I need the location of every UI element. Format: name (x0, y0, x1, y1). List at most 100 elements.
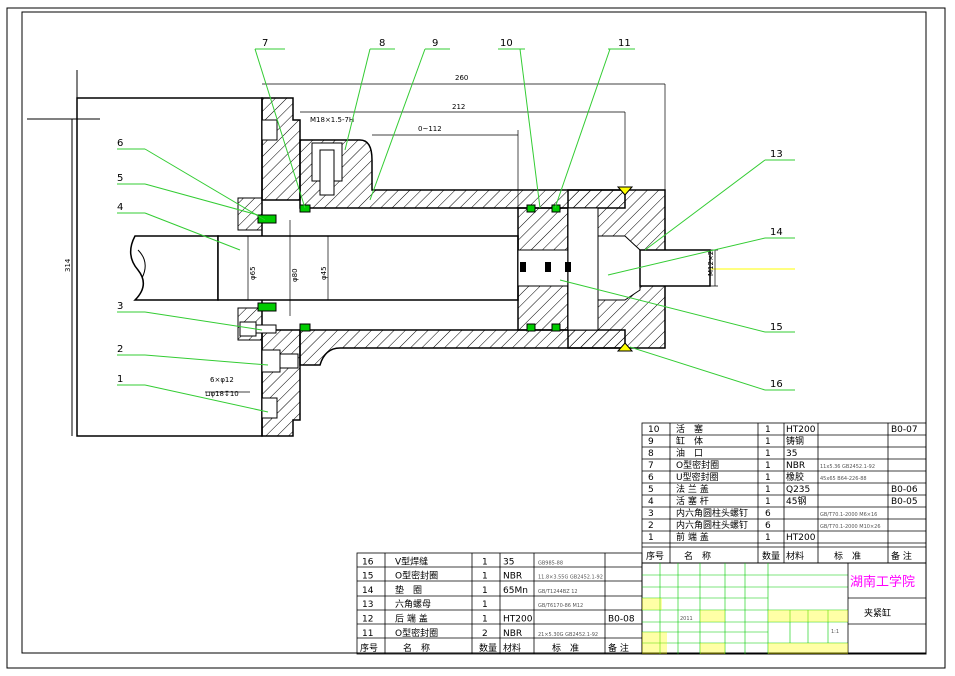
bom-cell-material: Q235 (786, 485, 810, 495)
bom-cell-no: 13 (362, 600, 373, 610)
rear-end-cap (567, 189, 666, 349)
bom-cell-standard: GB/T6170-86 M12 (538, 603, 583, 609)
title-block-year: 2011 (680, 616, 693, 622)
bom-cell-standard: GB985-88 (538, 560, 563, 566)
bom-cell-name: 活 塞 (676, 423, 703, 435)
rod-end-thread-dimension: M12×2 (707, 251, 715, 276)
seals (239, 204, 571, 332)
bom-cell-standard: GB/T1244BZ 12 (538, 589, 578, 595)
bom-cell-material: 橡胶 (786, 471, 804, 483)
holes-callout-1: 6×φ12 (210, 376, 234, 384)
bom-cell-name: 六角螺母 (395, 598, 431, 610)
bom-cell-qty: 1 (765, 461, 771, 471)
bom-cell-name: 前 端 盖 (676, 531, 709, 543)
rod-length-dimension: 212 (452, 103, 465, 111)
weld-mark-top (616, 186, 634, 196)
bom-cell-name: 内六角圆柱头螺钉 (676, 519, 748, 531)
bom-cell-material: NBR (503, 629, 522, 639)
stroke-dimension: 0~112 (418, 125, 442, 133)
bom-cell-no: 12 (362, 615, 373, 625)
bom-cell-note: B0-07 (891, 425, 918, 435)
bom-cell-name: 缸 体 (676, 435, 703, 447)
balloon-10: 10 (500, 38, 513, 49)
title-block (641, 562, 927, 655)
bom-cell-name: O型密封圈 (395, 627, 438, 639)
bom-cell-material: HT200 (503, 615, 533, 625)
bom-cell-name: 垫 圈 (395, 584, 422, 596)
flange-width-dimension: 314 (64, 258, 72, 272)
bom-cell-no: 7 (648, 461, 654, 471)
bore-diameter-dimension: φ80 (291, 268, 299, 282)
bom-header-no: 序号 (360, 642, 378, 654)
piston (517, 207, 569, 331)
bom-cell-material: 35 (786, 449, 797, 459)
socket-head-screws (239, 321, 299, 373)
bom-cell-material: 45钢 (786, 495, 806, 507)
bom-header-material: 材料 (786, 550, 804, 562)
bom-cell-no: 9 (648, 437, 654, 447)
bom-cell-name: O型密封圈 (676, 459, 719, 471)
balloon-8: 8 (379, 38, 385, 49)
bom-cell-material: NBR (786, 461, 805, 471)
bom-header-standard: 标 准 (552, 642, 579, 654)
front-end-cap (237, 97, 301, 437)
balloon-3: 3 (117, 301, 123, 312)
balloon-14: 14 (770, 227, 783, 238)
bom-cell-qty: 1 (765, 473, 771, 483)
bom-cell-note: B0-08 (608, 615, 635, 625)
bom-cell-name: 油 口 (676, 447, 703, 459)
bom-cell-material: NBR (503, 572, 522, 582)
bom-cell-standard: 11x5.36 GB2452.1-92 (820, 464, 875, 470)
bom-cell-standard: GB/T70.1-2000 M6×16 (820, 512, 877, 518)
balloon-11: 11 (618, 38, 631, 49)
balloon-9: 9 (432, 38, 438, 49)
bom-header-name: 名 称 (403, 642, 430, 654)
piston-rod (217, 235, 519, 301)
balloon-5: 5 (117, 173, 123, 184)
bom-cell-qty: 1 (765, 497, 771, 507)
bom-cell-no: 14 (362, 586, 374, 596)
bom-cell-note: B0-05 (891, 497, 918, 507)
bom-cell-no: 5 (648, 485, 654, 495)
bom-cell-no: 15 (362, 572, 373, 582)
bom-cell-name: 活 塞 杆 (676, 495, 709, 507)
bom-cell-name: O型密封圈 (395, 570, 438, 582)
bom-cell-standard: 45x65 B64-226-88 (820, 476, 867, 482)
bom-cell-qty: 6 (765, 509, 771, 519)
balloon-2: 2 (117, 344, 123, 355)
overall-length-dimension: 260 (455, 74, 468, 82)
title-block-school: 湖南工学院 (850, 574, 915, 590)
piston-rod-extension (129, 235, 219, 301)
bom-cell-name: U型密封圈 (676, 471, 719, 483)
cylinder-body (299, 139, 626, 366)
bom-cell-qty: 1 (482, 572, 488, 582)
bom-header-material: 材料 (503, 642, 521, 654)
bom-cell-name: V型焊缝 (395, 555, 428, 567)
bom-cell-qty: 1 (765, 533, 771, 543)
bom-cell-qty: 6 (765, 521, 771, 531)
title-block-drawing-name: 夹紧缸 (864, 607, 891, 619)
seal-diameter-dimension: φ65 (249, 266, 257, 280)
bom-cell-qty: 1 (765, 485, 771, 495)
bom-header-no: 序号 (646, 550, 664, 562)
bom-cell-material: 35 (503, 557, 514, 567)
balloon-13: 13 (770, 149, 783, 160)
bom-cell-standard: GB/T70.1-2000 M10×26 (820, 524, 881, 530)
bom-header-note: 备 注 (608, 642, 629, 654)
bom-cell-qty: 1 (765, 437, 771, 447)
bom-cell-qty: 1 (765, 425, 771, 435)
bom-cell-material: HT200 (786, 425, 816, 435)
sheet-outer-border (6, 7, 946, 669)
port-thread-dimension: M18×1.5-7H (310, 116, 354, 124)
bom-cell-qty: 1 (482, 586, 488, 596)
bom-header-note: 备 注 (891, 550, 912, 562)
bom-cell-no: 11 (362, 629, 373, 639)
bom-cell-material: 65Mn (503, 586, 528, 596)
bom-cell-no: 8 (648, 449, 654, 459)
bom-cell-standard: 21×5.30G GB2452.1-92 (538, 632, 598, 638)
bom-header-qty: 数量 (762, 550, 780, 562)
balloon-4: 4 (117, 202, 123, 213)
